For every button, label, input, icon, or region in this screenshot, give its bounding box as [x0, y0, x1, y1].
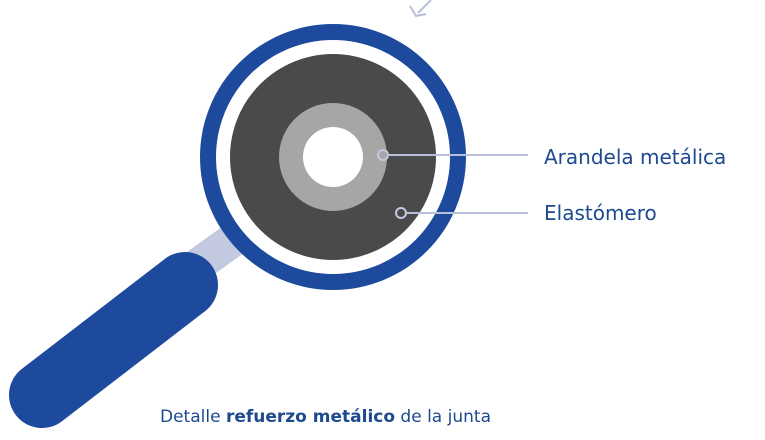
- elastomer-leader: [395, 207, 528, 219]
- center-hole: [303, 127, 363, 187]
- washer-label: Arandela metálica: [544, 145, 727, 169]
- magnifier-handle: [9, 252, 218, 428]
- caption-prefix: Detalle: [160, 407, 226, 427]
- washer-leader: [377, 149, 528, 161]
- caption-suffix: de la junta: [395, 407, 491, 427]
- diagram-caption: Detalle refuerzo metálico de la junta: [160, 406, 491, 428]
- arrow-icon: [409, 0, 432, 18]
- elastomer-label: Elastómero: [544, 201, 657, 225]
- caption-bold: refuerzo metálico: [225, 407, 396, 427]
